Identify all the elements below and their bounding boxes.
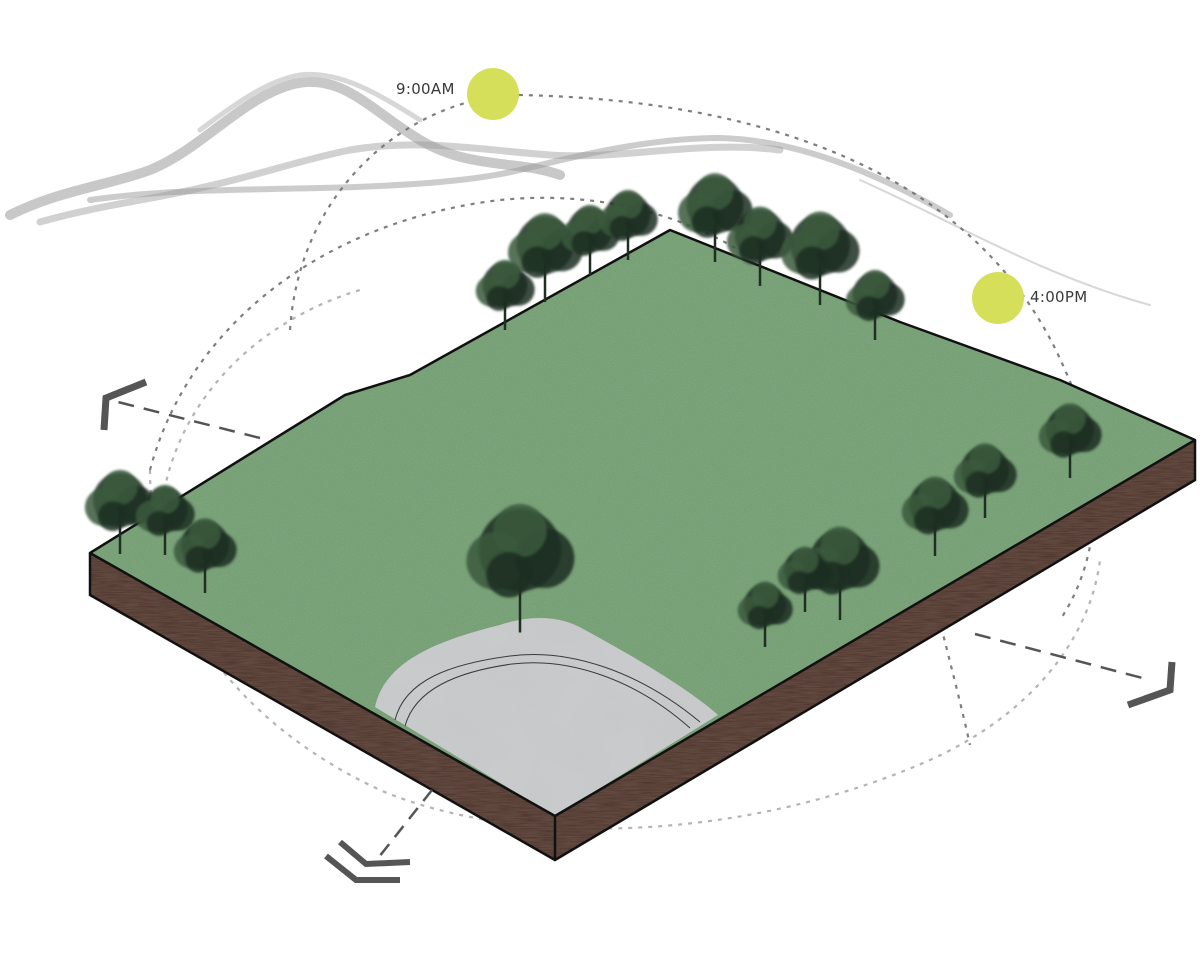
tree bbox=[598, 189, 658, 260]
tree bbox=[901, 476, 969, 556]
soil-front-right bbox=[555, 440, 1195, 860]
tree-canopy bbox=[860, 269, 890, 300]
sun-afternoon: 4:00PM bbox=[972, 272, 1087, 324]
sun-morning: 9:00AM bbox=[396, 68, 519, 120]
tree bbox=[466, 503, 575, 633]
tree-canopy bbox=[486, 552, 532, 598]
tree-canopy bbox=[795, 246, 829, 280]
paving-curb-lines-inner bbox=[404, 662, 691, 729]
tree-canopy bbox=[965, 471, 992, 498]
sun-morning-disc bbox=[467, 68, 519, 120]
soil-front-left bbox=[90, 553, 555, 860]
sun-afternoon-disc bbox=[972, 272, 1024, 324]
tree bbox=[737, 581, 793, 647]
tree-canopy bbox=[1050, 431, 1077, 458]
tree-canopy bbox=[800, 211, 840, 251]
tree-canopy bbox=[691, 206, 724, 238]
tree bbox=[475, 259, 535, 330]
site-outline bbox=[88, 228, 1197, 818]
tree-canopy bbox=[493, 503, 547, 558]
tree-canopy bbox=[787, 571, 811, 595]
tree-canopy bbox=[102, 469, 138, 505]
tree-canopy bbox=[696, 173, 734, 211]
tree-canopy bbox=[856, 296, 882, 321]
tree bbox=[1038, 403, 1102, 478]
tree-canopy bbox=[486, 286, 512, 311]
view-arrow-southwest bbox=[324, 789, 433, 883]
view-arrow-west bbox=[100, 378, 261, 440]
tree-canopy bbox=[918, 476, 952, 510]
tree-canopy bbox=[739, 236, 768, 265]
tree-canopy bbox=[791, 546, 819, 574]
tree bbox=[953, 443, 1017, 518]
tree-canopy bbox=[747, 606, 771, 630]
tree-canopy bbox=[490, 259, 520, 290]
wind-strokes bbox=[5, 71, 1151, 306]
tree bbox=[726, 206, 794, 286]
view-arrow-southeast bbox=[974, 632, 1176, 709]
chevron-right-icon bbox=[1126, 661, 1176, 709]
view-arrows bbox=[100, 378, 1176, 883]
tree-canopy bbox=[743, 206, 777, 240]
tree-canopy bbox=[185, 546, 212, 573]
chevron-left-icon bbox=[100, 378, 148, 431]
block-edge-lines bbox=[88, 440, 1197, 862]
tree-canopy bbox=[526, 213, 564, 251]
tree-canopy bbox=[146, 511, 172, 536]
tree-canopy bbox=[609, 216, 635, 241]
tree-canopy bbox=[189, 518, 221, 550]
tree-canopy bbox=[97, 501, 128, 532]
paved-plaza bbox=[375, 618, 718, 816]
tree bbox=[173, 518, 237, 593]
tree bbox=[135, 484, 195, 555]
tree bbox=[777, 546, 833, 612]
tree bbox=[845, 269, 905, 340]
tree-canopy bbox=[751, 581, 779, 609]
tree-canopy bbox=[521, 246, 554, 278]
tree bbox=[781, 211, 860, 305]
paving-curb-lines bbox=[394, 653, 701, 723]
tree-canopy bbox=[969, 443, 1001, 475]
trees bbox=[84, 173, 1102, 647]
tree-canopy bbox=[914, 506, 943, 535]
tree-canopy bbox=[1054, 403, 1086, 435]
site-block bbox=[88, 228, 1197, 862]
grass-surface bbox=[90, 230, 1195, 816]
sun-afternoon-label: 4:00PM bbox=[1030, 288, 1087, 306]
tree-canopy bbox=[820, 526, 860, 566]
tree-canopy bbox=[150, 484, 180, 515]
double-chevron-icon bbox=[324, 853, 400, 883]
tree-canopy bbox=[575, 204, 605, 235]
tree bbox=[84, 469, 156, 554]
tree-canopy bbox=[571, 231, 597, 256]
sun-morning-label: 9:00AM bbox=[396, 80, 455, 98]
tree-canopy bbox=[613, 189, 643, 220]
